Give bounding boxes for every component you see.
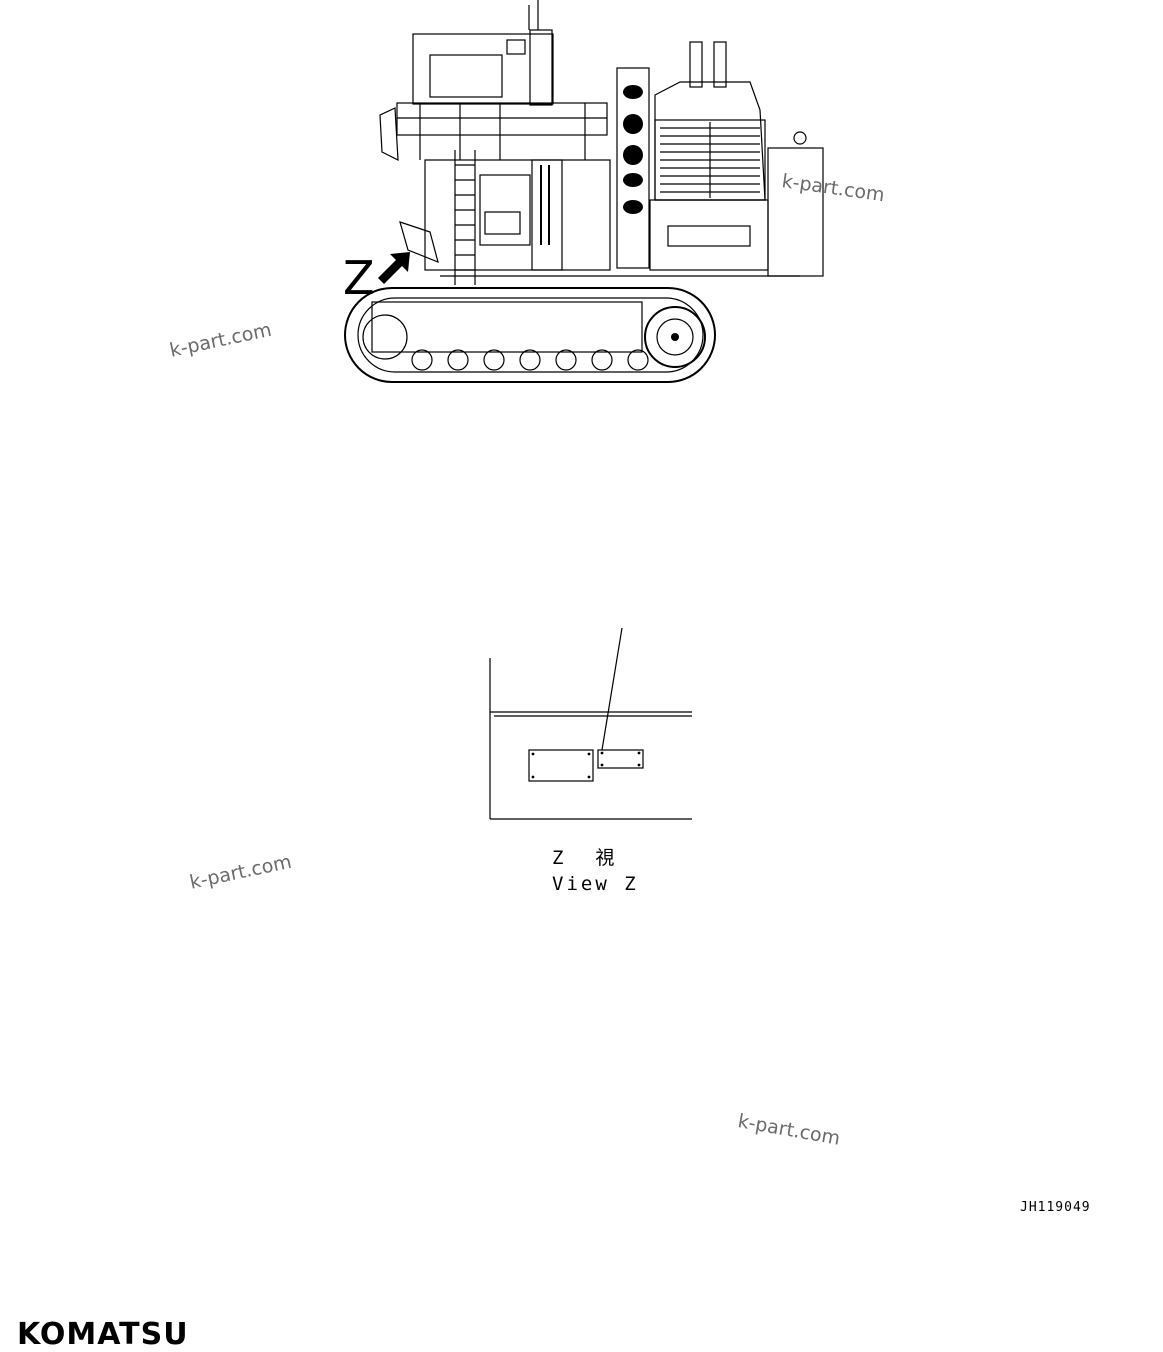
watermark: k-part.com — [736, 1110, 842, 1150]
komatsu-logo: KOMATSU — [17, 1317, 189, 1352]
view-z-caption-en: View Z — [552, 873, 639, 895]
view-z-detail-drawing — [489, 627, 692, 820]
view-z-callout-label: Z — [343, 251, 375, 305]
view-z-caption-jp: Z 視 — [552, 847, 618, 869]
excavator-side-view — [344, 0, 824, 383]
drawing-number: JH119049 — [1020, 1200, 1091, 1215]
watermark: k-part.com — [187, 850, 294, 894]
